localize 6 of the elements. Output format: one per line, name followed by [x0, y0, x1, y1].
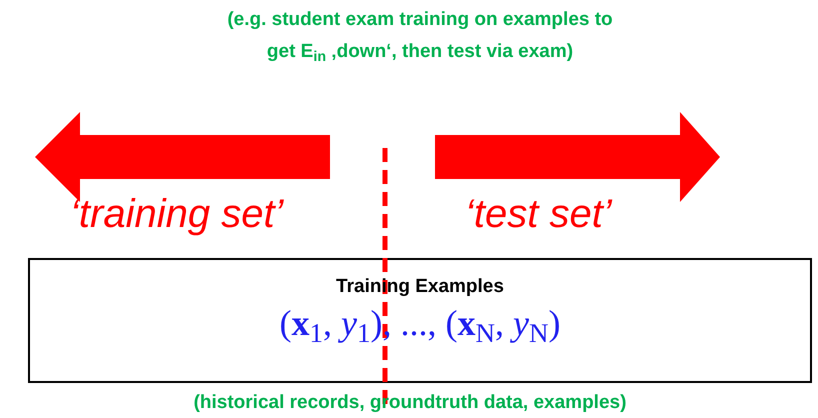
- note-text: (historical records, groundtruth data, examples): [192, 391, 628, 415]
- set-label: ‘training set’: [70, 191, 284, 238]
- set-label: ‘test set’: [465, 191, 612, 238]
- note-text: (e.g. student exam training on examples to get E$_{in}$ ‚down‘, then test via exam): [226, 8, 614, 67]
- formula: (x$_{1}$, y$_{1}$), ..., (x$_{N}$, y$_{N}$): [280, 302, 560, 346]
- examples-box: [28, 258, 812, 383]
